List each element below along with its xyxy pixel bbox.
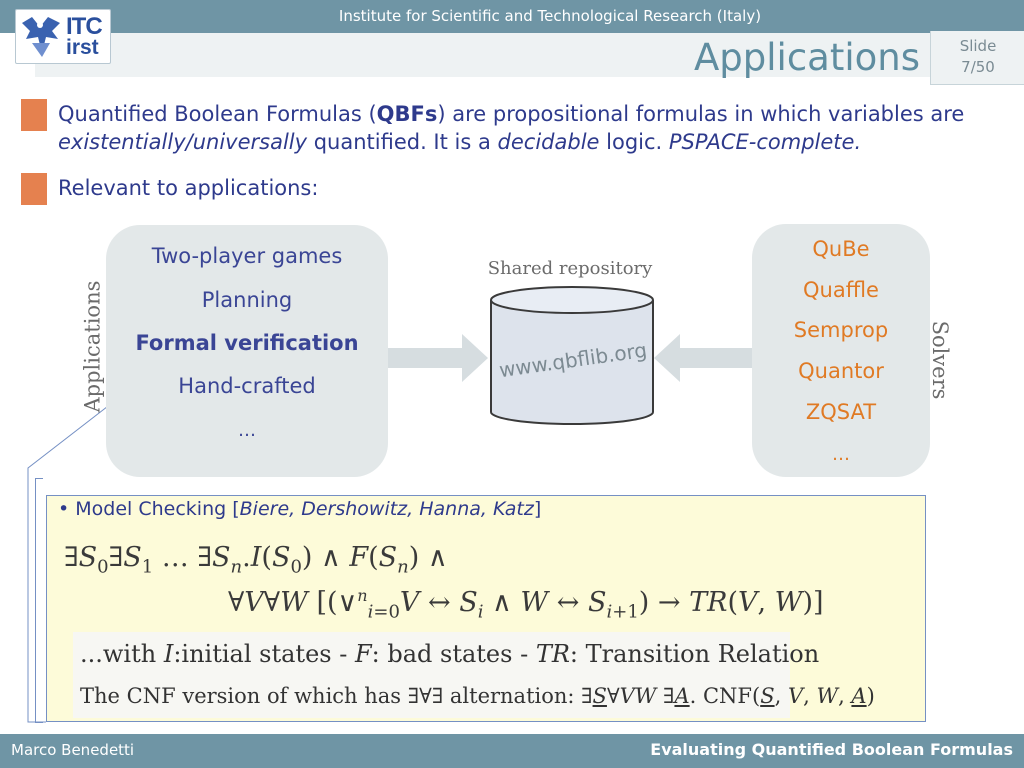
itc-irst-logo: ITC irst	[15, 9, 111, 64]
application-hand-crafted: Hand-crafted	[178, 374, 316, 398]
note-cnf: The CNF version of which has ∃∀∃ alterna…	[80, 684, 875, 708]
solver-quaffle: Quaffle	[803, 278, 879, 302]
slide-label: Slide	[959, 37, 997, 55]
bullet-relevant: Relevant to applications:	[58, 176, 319, 200]
bullet-text-segment: quantified. It is a	[307, 130, 498, 154]
logo-text-irst: irst	[66, 36, 99, 59]
title-strip	[35, 33, 930, 77]
solver-semprop: Semprop	[793, 318, 889, 342]
application-two-player-games: Two-player games	[151, 244, 343, 268]
bullet-text-italic: decidable	[497, 130, 600, 154]
top-bar	[0, 0, 1024, 33]
logo-text-itc: ITC	[66, 13, 103, 40]
formula-line-2: ∀V∀W [(∨ni=0V ↔ Si ∧ W ↔ Si+1) → TR(V, W…	[228, 586, 824, 623]
arrow-left-icon	[654, 334, 752, 382]
applications-axis-label: Applications	[80, 280, 105, 413]
note-background	[73, 632, 790, 718]
bullet-text-italic: existentially/universally	[58, 130, 308, 154]
solvers-axis-label: Solvers	[928, 320, 952, 400]
solver-zqsat: ZQSAT	[805, 400, 877, 424]
institute-name: Institute for Scientific and Technologic…	[338, 7, 762, 25]
bullet-text-italic: PSPACE-complete.	[668, 130, 862, 154]
model-checking-bracket	[35, 478, 43, 723]
solver-quantor: Quantor	[798, 359, 884, 383]
bottom-bar	[0, 734, 1024, 768]
slide-counter: Slide 7/50	[930, 31, 1024, 85]
application-planning: Planning	[201, 288, 293, 312]
author-name: Marco Benedetti	[11, 741, 135, 759]
repository-label: Shared repository	[487, 258, 653, 279]
mc-title-prefix: Model Checking [	[69, 498, 240, 520]
bullet-qbf-definition: Quantified Boolean Formulas (QBFs) are p…	[58, 100, 998, 156]
mc-bullet: •	[58, 498, 70, 520]
applications-panel	[106, 225, 388, 477]
model-checking-title: • Model Checking [Biere, Dershowitz, Han…	[58, 498, 541, 520]
bullet-text-segment: logic.	[599, 130, 669, 154]
solver-qube: QuBe	[812, 237, 870, 261]
bullet-text-segment: Quantified Boolean Formulas (	[58, 102, 377, 126]
formula-line-1: ∃S0∃S1 … ∃Sn.I(S0) ∧ F(Sn) ∧	[64, 542, 448, 578]
eagle-logo-icon	[22, 17, 60, 57]
arrow-right-icon	[388, 334, 488, 382]
database-cylinder-icon	[490, 286, 654, 425]
talk-title: Evaluating Quantified Boolean Formulas	[650, 740, 1013, 759]
slide-title: Applications	[693, 36, 920, 79]
application-formal-verification: Formal verification	[135, 331, 359, 355]
mc-title-suffix: ]	[533, 498, 542, 520]
mc-authors: Biere, Dershowitz, Hanna, Katz	[239, 498, 534, 520]
bullet-square	[21, 99, 47, 131]
note-legend: ...with I:initial states - F: bad states…	[80, 640, 820, 668]
bullet-text-segment: ) are propositional formulas in which va…	[437, 102, 965, 126]
solver-ellipsis: …	[832, 444, 850, 465]
application-ellipsis: …	[238, 420, 256, 441]
slide-number: 7/50	[961, 58, 995, 76]
qbf-abbreviation: QBFs	[376, 102, 438, 126]
bullet-square	[21, 173, 47, 205]
solvers-panel	[752, 224, 930, 477]
